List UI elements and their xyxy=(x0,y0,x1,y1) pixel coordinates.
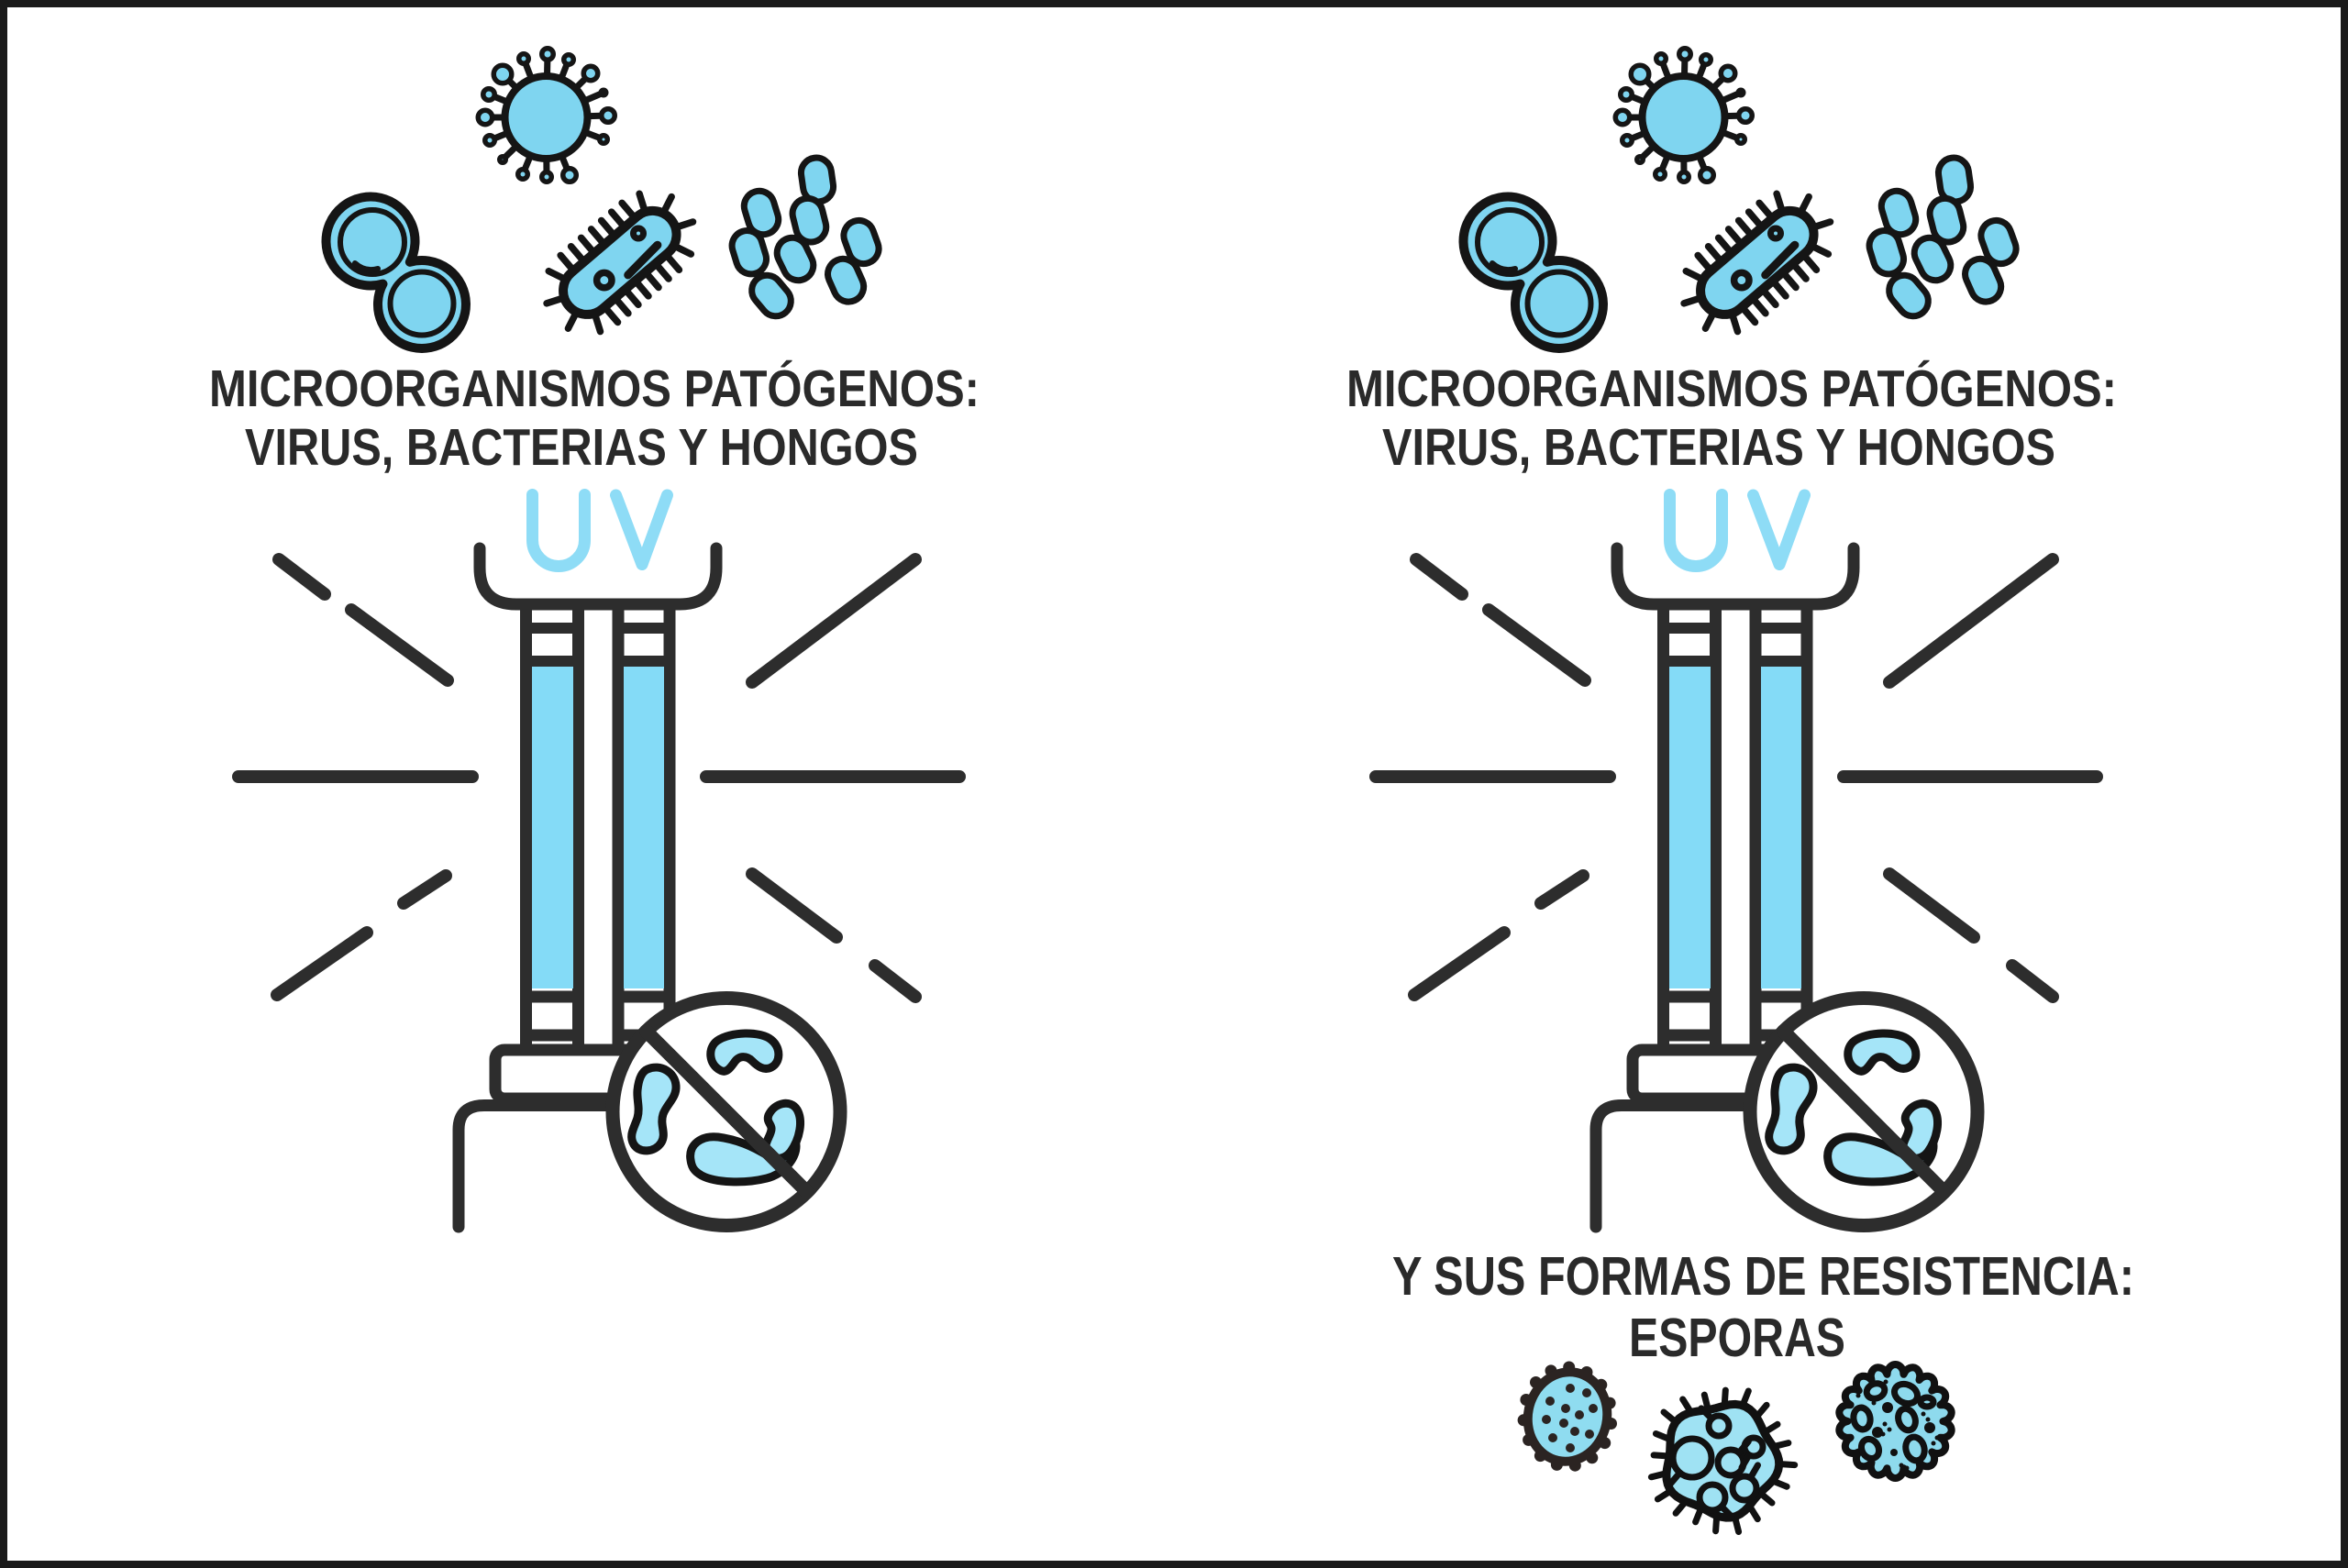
svg-text:ESPORAS: ESPORAS xyxy=(1629,1308,1845,1368)
svg-text:Y SUS FORMAS DE RESISTENCIA:: Y SUS FORMAS DE RESISTENCIA: xyxy=(1392,1246,2134,1307)
